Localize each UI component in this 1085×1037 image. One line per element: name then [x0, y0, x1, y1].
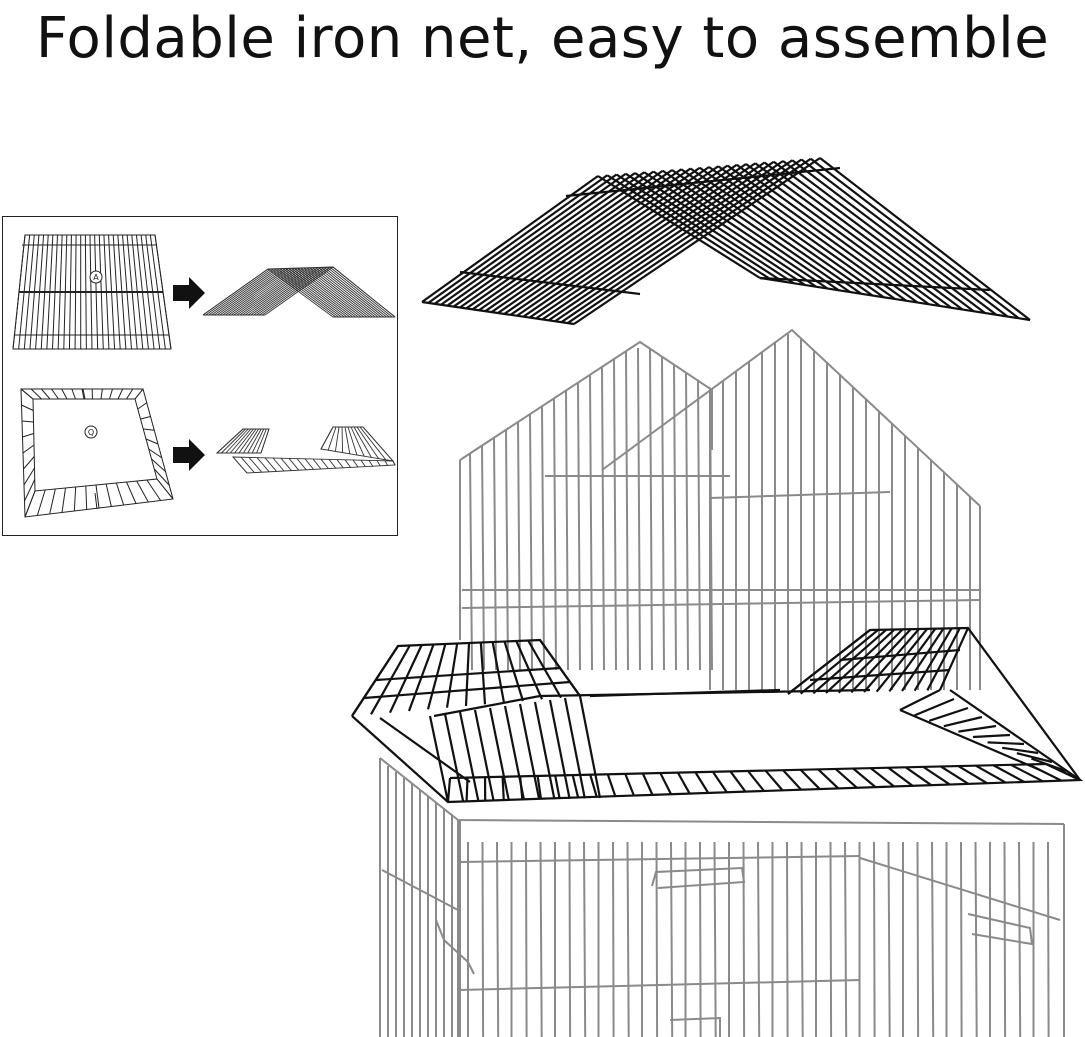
marker-q: Q — [84, 425, 98, 439]
headline: Foldable iron net, easy to assemble — [35, 6, 1050, 71]
arrow-right-icon — [173, 277, 205, 309]
lower-cage-stand — [379, 757, 1065, 1037]
inset-diagram: A Q — [12, 234, 396, 518]
folded-roof-small — [202, 266, 396, 318]
svg-text:Q: Q — [88, 428, 94, 437]
marker-a: A — [89, 270, 103, 284]
cage-diagram — [351, 157, 1084, 1037]
instruction-inset: A Q — [2, 216, 398, 536]
upper-cage-body — [459, 328, 981, 690]
roof-panel — [421, 157, 1031, 326]
flat-roof-panel — [12, 234, 172, 350]
folded-base-small — [215, 426, 396, 474]
svg-text:A: A — [93, 273, 99, 282]
folding-tray-frame — [351, 626, 1084, 804]
cage-exploded-view — [340, 150, 1085, 1037]
arrow-right-icon — [173, 439, 205, 471]
flat-base-panel — [20, 388, 174, 518]
